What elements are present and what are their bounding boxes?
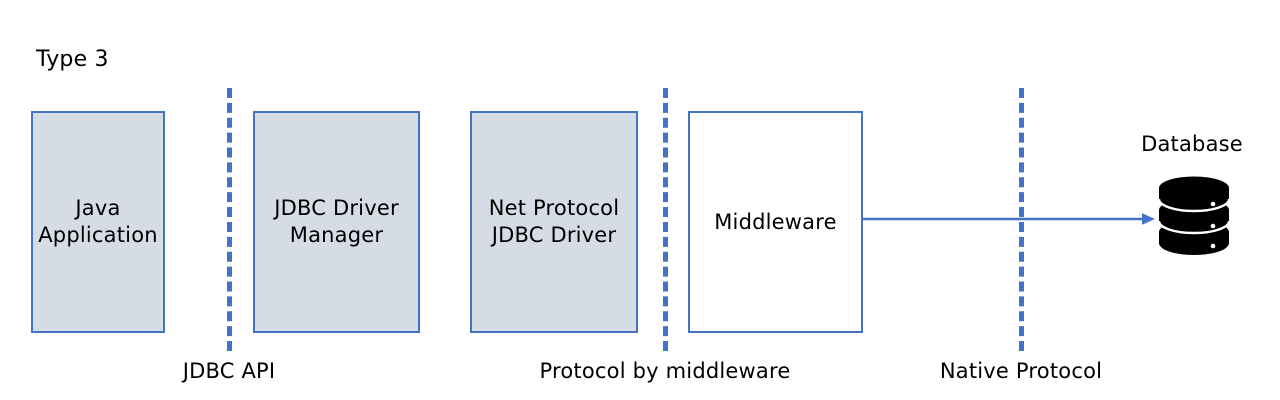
box-net-protocol-jdbc-driver-label: Net Protocol JDBC Driver [488, 196, 620, 247]
box-jdbc-driver-manager-label: JDBC Driver Manager [274, 196, 399, 247]
divider-protocol-by-middleware [663, 88, 668, 351]
database-label: Database [1141, 132, 1243, 156]
box-jdbc-driver-manager: JDBC Driver Manager [253, 111, 420, 333]
box-net-protocol-jdbc-driver: Net Protocol JDBC Driver [470, 111, 638, 333]
diagram-title: Type 3 [36, 47, 109, 72]
right-arrow-icon [861, 213, 1155, 225]
box-middleware: Middleware [688, 111, 863, 333]
divider-jdbc-api [227, 88, 232, 351]
database-cylinder-icon [1157, 176, 1231, 255]
box-middleware-label: Middleware [714, 209, 837, 234]
box-java-application: Java Application [31, 111, 165, 333]
divider-label-native-protocol: Native Protocol [939, 359, 1103, 383]
box-java-application-label: Java Application [38, 196, 158, 247]
divider-label-protocol-by-middleware: Protocol by middleware [539, 359, 791, 383]
divider-label-jdbc-api: JDBC API [182, 359, 276, 383]
